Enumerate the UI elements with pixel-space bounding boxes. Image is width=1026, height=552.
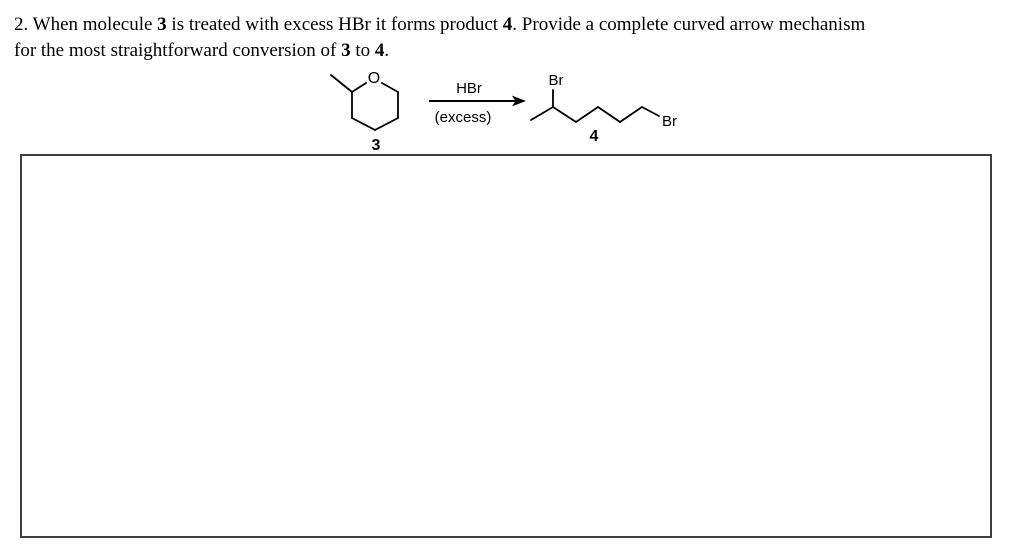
question-segment: 2. When molecule	[14, 14, 158, 35]
bond	[552, 106, 577, 123]
bromine-top-label: Br	[549, 72, 564, 89]
molecule-4-label: 4	[590, 128, 599, 145]
bond	[641, 106, 660, 117]
question-segment: for the most straightforward conversion …	[14, 40, 342, 61]
bond	[351, 82, 367, 93]
oxygen-atom-label: O	[368, 70, 380, 87]
answer-box[interactable]	[20, 154, 992, 538]
molecule-4-structure: Br Br	[530, 72, 677, 130]
product-4-ref: 4	[502, 14, 513, 35]
product-4-ref: 4	[374, 40, 385, 61]
question-line-1: 2. When molecule 3 is treated with exces…	[14, 12, 1014, 38]
molecule-3-label: 3	[372, 137, 381, 154]
reagent-label: HBr	[456, 80, 482, 97]
reaction-scheme: O 3 HBr (excess) Br Br 4	[330, 70, 677, 154]
question-segment: is treated with excess HBr it forms prod…	[166, 14, 503, 35]
bond	[381, 82, 399, 93]
molecule-3-ref: 3	[157, 14, 167, 35]
molecule-3-structure: O	[330, 70, 399, 131]
bond	[530, 106, 554, 121]
question-text: 2. When molecule 3 is treated with exces…	[14, 12, 1014, 64]
arrowhead-icon	[512, 95, 526, 107]
question-segment: .	[384, 40, 390, 61]
question-segment: . Provide a complete curved arrow mechan…	[512, 14, 866, 35]
bond	[374, 117, 399, 131]
bond	[619, 106, 643, 123]
reaction-arrow: HBr (excess)	[429, 80, 526, 126]
bond	[597, 106, 621, 123]
question-segment: to	[350, 40, 375, 61]
molecule-3-ref: 3	[341, 40, 351, 61]
condition-label: (excess)	[435, 109, 492, 126]
bromine-end-label: Br	[662, 113, 677, 130]
bond	[351, 117, 376, 131]
bond	[575, 106, 599, 123]
bond	[330, 74, 353, 93]
question-line-2: for the most straightforward conversion …	[14, 38, 1014, 64]
